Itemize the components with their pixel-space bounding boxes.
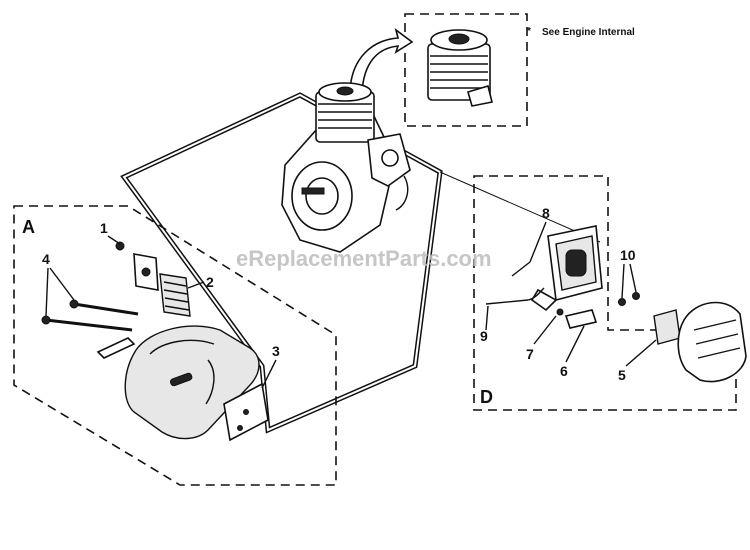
- svg-text:9: 9: [480, 328, 488, 344]
- svg-text:8: 8: [542, 205, 550, 221]
- svg-text:See Engine Internal: See Engine Internal: [542, 27, 635, 38]
- spring-icon: [556, 308, 564, 316]
- air-box-icon: [530, 225, 603, 312]
- air-filter-cover-icon: [677, 301, 747, 383]
- engine-block: [281, 82, 411, 253]
- screw-icon: [115, 241, 125, 251]
- section-a: A: [13, 205, 337, 486]
- svg-text:1: 1: [100, 220, 108, 236]
- svg-text:A: A: [22, 217, 35, 237]
- bolts-icon: [41, 299, 139, 332]
- svg-text:2: 2: [206, 274, 214, 290]
- filter-element-icon: [653, 309, 681, 345]
- spark-arrester-icon: [223, 382, 269, 442]
- svg-text:5: 5: [618, 367, 626, 383]
- heat-shield-icon: [159, 273, 191, 317]
- see-engine-note: * See Engine Internal: [527, 26, 635, 38]
- curved-arrow-icon: [349, 28, 414, 93]
- svg-text:4: 4: [42, 251, 50, 267]
- screw-icon: [632, 292, 640, 300]
- section-d: D: [473, 175, 737, 411]
- wire-icon: [485, 287, 545, 305]
- svg-text:10: 10: [620, 247, 636, 263]
- section-a-callouts: 1 2 3 4: [42, 220, 280, 389]
- svg-text:D: D: [480, 387, 493, 407]
- gasket-plate-icon: [133, 253, 159, 291]
- cylinder-icon: [427, 29, 493, 107]
- svg-text:6: 6: [560, 363, 568, 379]
- engine-internal-inset: [404, 13, 528, 127]
- watermark: eReplacementParts.com: [236, 246, 492, 271]
- screw-icon: [618, 298, 626, 306]
- svg-text:7: 7: [526, 346, 534, 362]
- svg-text:3: 3: [272, 343, 280, 359]
- section-d-parts: [485, 225, 747, 383]
- section-d-callouts: 8 10 9 7 6 5: [480, 205, 657, 383]
- choke-lever-icon: [564, 309, 598, 329]
- section-a-parts: [41, 241, 269, 442]
- bracket-icon: [96, 337, 136, 359]
- svg-text:*: *: [527, 26, 531, 37]
